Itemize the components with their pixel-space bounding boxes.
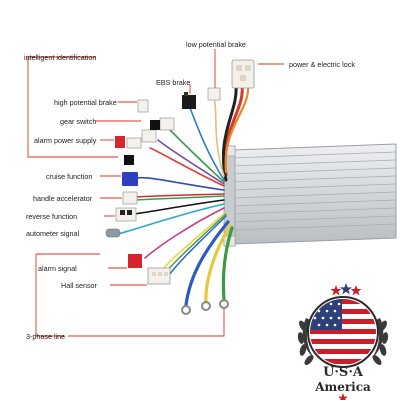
connector-intelligent-id <box>159 117 175 131</box>
label-alarm-power-supply: alarm power supply <box>34 136 97 145</box>
labels: intelligent identification low potential… <box>24 40 355 341</box>
connector-high-brake <box>137 99 149 113</box>
connector-alarm-signal <box>128 254 142 268</box>
label-autometer-signal: autometer signal <box>26 229 80 238</box>
wire-power-black <box>221 84 238 182</box>
wire-ebs <box>189 107 225 181</box>
connector-gear-switch <box>141 120 160 143</box>
connectors <box>105 59 255 315</box>
connector-hall-sensor <box>147 267 171 285</box>
label-gear-switch: gear switch <box>60 117 96 126</box>
label-low-potential-brake: low potential brake <box>186 40 246 49</box>
wire-phase-blue <box>184 220 230 307</box>
connector-handle-accel <box>122 191 138 205</box>
connector-autometer <box>105 228 121 238</box>
badge-stars-icon <box>330 283 362 296</box>
connector-ebs-brake <box>182 92 196 109</box>
label-ebs-brake: EBS brake <box>156 78 190 87</box>
connector-cruise <box>122 172 138 186</box>
wire-green1 <box>167 127 225 183</box>
connector-phase-terminals <box>181 299 229 315</box>
connector-reverse <box>115 207 137 222</box>
flag-emblem-icon <box>307 296 379 368</box>
label-alarm-signal: alarm signal <box>38 264 77 273</box>
connector-low-brake <box>207 87 221 101</box>
wire-gear <box>157 139 225 185</box>
label-3-phase-line: 3-phase line <box>26 332 65 341</box>
wire-reverse <box>133 199 225 215</box>
wire-phase-green <box>221 226 234 302</box>
leader-intelligent-id <box>27 56 118 158</box>
wire-cruise <box>135 176 225 191</box>
wire-accel-green <box>135 195 225 201</box>
wire-autometer <box>117 203 225 235</box>
connector-black-small <box>124 155 134 165</box>
leader-lines <box>27 49 284 337</box>
label-hall-sensor: Hall sensor <box>61 281 98 290</box>
label-handle-accelerator: handle accelerator <box>33 194 93 203</box>
label-cruise-function: cruise function <box>46 172 92 181</box>
wire-alarm-signal <box>144 207 225 259</box>
leader-3phase-out <box>68 308 225 337</box>
wire-brake-low <box>213 97 225 177</box>
leader-3phase <box>35 254 64 337</box>
laurel-wreath-icon <box>297 318 389 365</box>
wire-alarm-power <box>149 147 225 187</box>
wire-hall-3 <box>169 215 227 275</box>
wire-accel-red <box>135 193 225 198</box>
usa-america-badge: U·S·A America <box>297 283 389 400</box>
wire-phase-yellow <box>204 224 232 304</box>
label-intelligent-identification: intelligent identification <box>24 53 96 62</box>
badge-america-text: America <box>314 380 371 394</box>
wire-power-orange <box>224 84 250 174</box>
wire-harness <box>117 84 250 307</box>
wire-hall-1 <box>161 211 227 271</box>
label-high-potential-brake: high potential brake <box>54 98 117 107</box>
badge-bottom-star-icon <box>338 393 348 400</box>
label-power-electric-lock: power & electric lock <box>289 60 355 69</box>
connector-alarm-power <box>115 136 142 149</box>
controller-box <box>223 143 397 247</box>
label-reverse-function: reverse function <box>26 212 77 221</box>
badge-usa-text: U·S·A <box>323 365 364 380</box>
connector-power-lock <box>231 59 255 89</box>
